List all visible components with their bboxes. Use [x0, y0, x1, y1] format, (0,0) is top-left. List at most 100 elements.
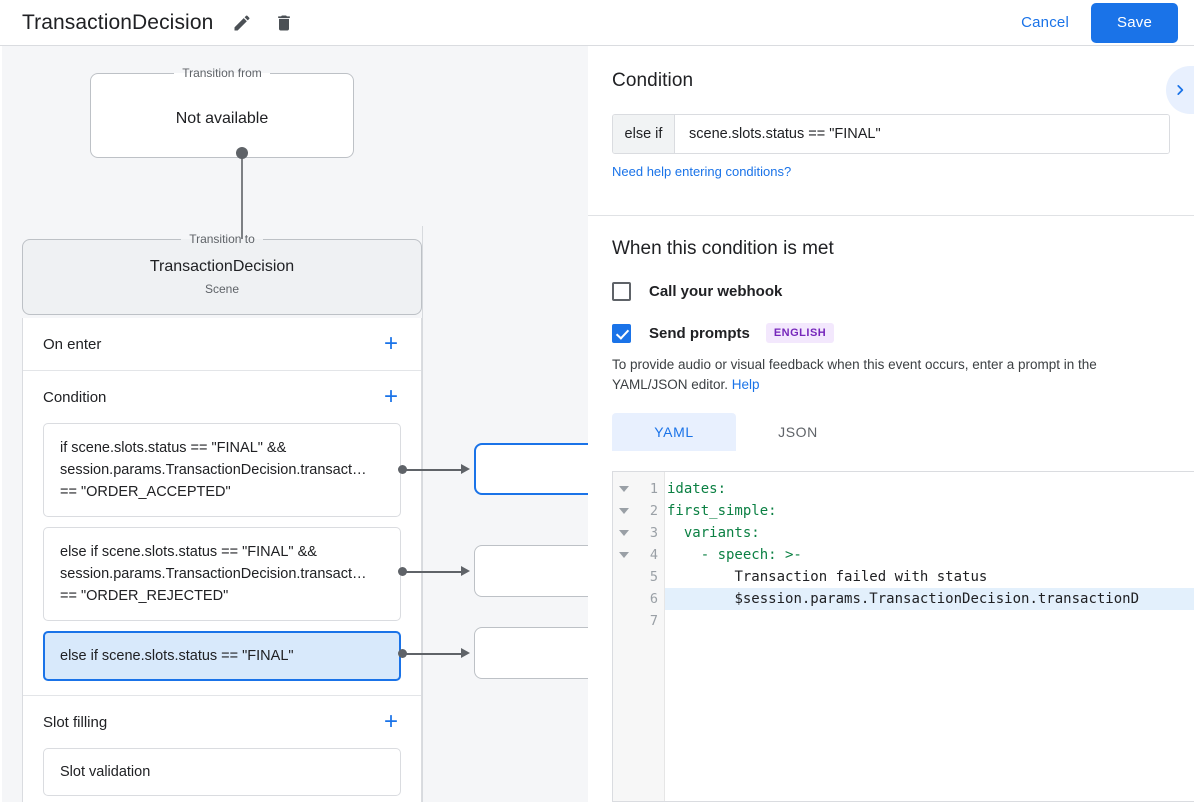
- gutter-line: 2: [613, 500, 664, 522]
- call-webhook-label: Call your webhook: [649, 283, 783, 300]
- transition-target-box-selected[interactable]: [474, 443, 588, 495]
- edge-rail: [422, 226, 423, 802]
- code-token: first_simple:: [667, 503, 777, 519]
- slot-filling-list: Slot validation: [23, 748, 421, 802]
- chevron-right-icon[interactable]: [1166, 66, 1194, 114]
- condition-prefix-label: else if: [613, 115, 675, 153]
- section-condition: Condition + if scene.slots.status == "FI…: [23, 371, 421, 696]
- webhook-row: Call your webhook: [612, 282, 1170, 301]
- code-line: variants:: [665, 522, 1194, 544]
- page-title: TransactionDecision: [22, 10, 214, 34]
- line-number: 2: [649, 503, 658, 519]
- line-number: 7: [649, 613, 658, 629]
- transition-from-value: Not available: [175, 109, 269, 127]
- language-badge: ENGLISH: [765, 323, 835, 343]
- cancel-button[interactable]: Cancel: [1007, 6, 1083, 39]
- condition-item[interactable]: else if scene.slots.status == "FINAL" &&…: [43, 527, 401, 621]
- section-header-on-enter: On enter +: [23, 318, 421, 370]
- line-number: 1: [649, 481, 658, 497]
- section-slot-filling: Slot filling + Slot validation: [23, 696, 421, 802]
- edit-icon[interactable]: [229, 10, 255, 36]
- code-line: - speech: >-: [665, 544, 1194, 566]
- tab-yaml[interactable]: YAML: [612, 413, 736, 451]
- call-webhook-checkbox[interactable]: [612, 282, 631, 301]
- transition-to-card[interactable]: Transition to TransactionDecision Scene: [22, 232, 422, 315]
- fold-triangle-icon[interactable]: [619, 508, 629, 514]
- code-line: Transaction failed with status: [665, 566, 1194, 588]
- section-title-slot-filling: Slot filling: [43, 713, 108, 731]
- condition-item[interactable]: if scene.slots.status == "FINAL" && sess…: [43, 423, 401, 517]
- section-title-on-enter: On enter: [43, 335, 102, 353]
- line-number: 4: [649, 547, 658, 563]
- editor-code-area[interactable]: idates: first_simple: variants: - speech…: [665, 472, 1194, 801]
- scene-sections: On enter + Condition + if scene.slots.st…: [22, 318, 422, 802]
- code-token: idates:: [667, 481, 727, 497]
- gutter-line: 3: [613, 522, 664, 544]
- panel-heading: Condition: [612, 70, 694, 91]
- transition-from-card[interactable]: Transition from Not available: [90, 66, 354, 158]
- trash-icon[interactable]: [271, 10, 297, 36]
- when-condition-met-section: When this condition is met Call your web…: [588, 216, 1194, 451]
- edge-dot: [398, 465, 407, 474]
- line-number: 5: [649, 569, 658, 585]
- prompts-help-link[interactable]: Help: [731, 377, 760, 392]
- yaml-editor[interactable]: 1 2 3 4 5 6 7 idates: first_simple: vari…: [612, 471, 1194, 802]
- edge-arrow-icon: [461, 648, 470, 658]
- code-token: $session.params.TransactionDecision.tran…: [734, 591, 1140, 607]
- transition-to-title: TransactionDecision: [149, 258, 295, 275]
- line-number: 6: [649, 591, 658, 607]
- add-condition-button[interactable]: +: [383, 383, 398, 410]
- editor-format-tabs: YAML JSON: [612, 413, 1170, 451]
- when-met-heading: When this condition is met: [612, 238, 834, 259]
- gutter-line: 1: [613, 478, 664, 500]
- line-number: 3: [649, 525, 658, 541]
- code-token: Transaction failed with status: [734, 569, 988, 585]
- fold-triangle-icon[interactable]: [619, 552, 629, 558]
- section-on-enter: On enter +: [23, 318, 421, 371]
- edge-dot: [398, 649, 407, 658]
- transition-from-legend: Transition from: [182, 66, 262, 80]
- condition-help-link[interactable]: Need help entering conditions?: [612, 164, 792, 179]
- code-token: variants:: [683, 525, 760, 541]
- fold-triangle-icon[interactable]: [619, 486, 629, 492]
- save-button[interactable]: Save: [1091, 2, 1178, 43]
- send-prompts-row: Send prompts ENGLISH: [612, 323, 1170, 343]
- condition-item-selected[interactable]: else if scene.slots.status == "FINAL": [43, 631, 401, 681]
- prompts-description-text: To provide audio or visual feedback when…: [612, 357, 1097, 392]
- section-title-condition: Condition: [43, 388, 107, 406]
- editor-gutter: 1 2 3 4 5 6 7: [613, 472, 665, 801]
- top-bar: TransactionDecision Cancel Save: [0, 0, 1194, 46]
- prompts-description: To provide audio or visual feedback when…: [612, 355, 1170, 395]
- slot-validation-item[interactable]: Slot validation: [43, 748, 401, 796]
- add-on-enter-button[interactable]: +: [383, 330, 398, 357]
- gutter-line: 5: [613, 566, 664, 588]
- edge-arrow-icon: [461, 464, 470, 474]
- transition-target-box[interactable]: [474, 627, 588, 679]
- send-prompts-checkbox[interactable]: [612, 323, 631, 343]
- gutter-line: 4: [613, 544, 664, 566]
- condition-input-row: else if: [612, 114, 1170, 154]
- fold-triangle-icon[interactable]: [619, 530, 629, 536]
- condition-editor-section: Condition else if Need help entering con…: [588, 46, 1194, 216]
- code-line: idates:: [665, 478, 1194, 500]
- edge-dot: [398, 567, 407, 576]
- tab-json[interactable]: JSON: [778, 424, 818, 440]
- section-header-condition: Condition +: [23, 371, 421, 423]
- edge-line: [403, 571, 463, 573]
- condition-expression-input[interactable]: [675, 115, 1169, 153]
- add-slot-filling-button[interactable]: +: [383, 708, 398, 735]
- gutter-line: 6: [613, 588, 664, 610]
- send-prompts-label: Send prompts: [649, 324, 750, 342]
- code-line-highlighted: $session.params.TransactionDecision.tran…: [665, 588, 1194, 610]
- condition-list: if scene.slots.status == "FINAL" && sess…: [23, 423, 421, 695]
- edge-line: [403, 469, 463, 471]
- code-token: - speech: >-: [700, 547, 802, 563]
- code-line: first_simple:: [665, 500, 1194, 522]
- edge-line: [403, 653, 463, 655]
- transition-to-subtitle: Scene: [204, 282, 240, 296]
- transition-target-box[interactable]: [474, 545, 588, 597]
- transition-to-legend: Transition to: [189, 232, 255, 246]
- code-line: [665, 610, 1194, 632]
- gutter-line: 7: [613, 610, 664, 632]
